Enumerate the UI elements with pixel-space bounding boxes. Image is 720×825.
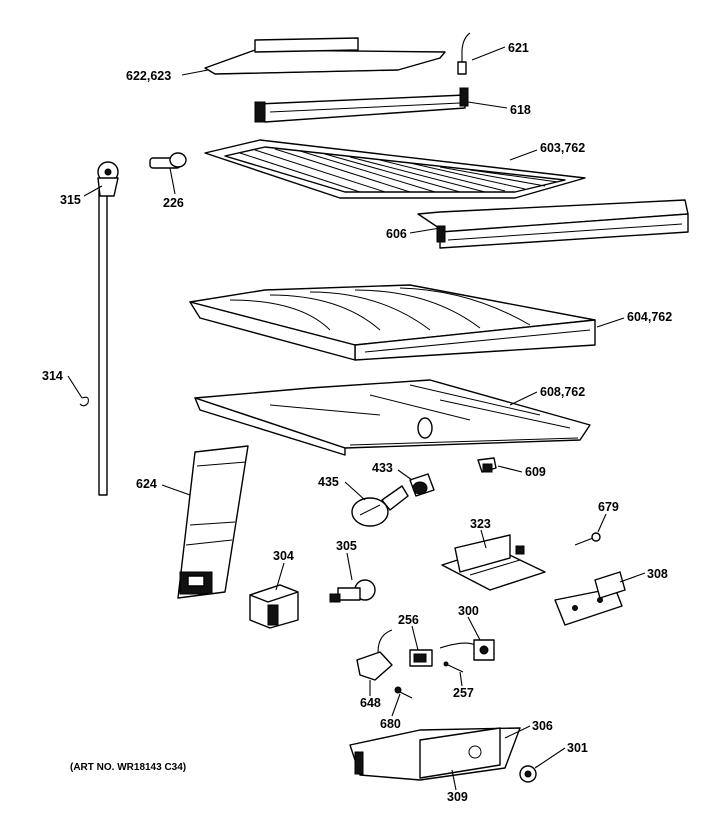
part-306-housing bbox=[349, 727, 521, 781]
label-624: 624 bbox=[136, 477, 157, 491]
label-304: 304 bbox=[273, 549, 294, 563]
label-606: 606 bbox=[386, 227, 407, 241]
part-256-switch bbox=[409, 649, 433, 667]
part-603-762-shelf bbox=[204, 139, 586, 199]
part-323-bracket bbox=[441, 534, 546, 591]
part-622-623-cover bbox=[204, 37, 446, 75]
part-433-socket bbox=[409, 473, 435, 497]
label-314: 314 bbox=[42, 369, 63, 383]
label-300: 300 bbox=[458, 604, 479, 618]
label-609: 609 bbox=[525, 465, 546, 479]
part-609-clip bbox=[477, 457, 497, 473]
label-323: 323 bbox=[470, 517, 491, 531]
label-308: 308 bbox=[647, 567, 668, 581]
label-305: 305 bbox=[336, 539, 357, 553]
label-315: 315 bbox=[60, 193, 81, 207]
part-304-housing bbox=[249, 584, 299, 629]
part-435-bulb bbox=[351, 485, 409, 527]
label-680: 680 bbox=[380, 717, 401, 731]
part-604-762-shelf bbox=[189, 284, 596, 361]
label-435: 435 bbox=[318, 475, 339, 489]
label-621: 621 bbox=[508, 41, 529, 55]
label-648: 648 bbox=[360, 696, 381, 710]
part-315-hinge bbox=[97, 161, 119, 496]
label-608-762: 608,762 bbox=[540, 385, 585, 399]
label-603-762: 603,762 bbox=[540, 141, 585, 155]
part-648-motor bbox=[356, 629, 393, 681]
part-606-cover bbox=[417, 199, 689, 249]
label-256: 256 bbox=[398, 613, 419, 627]
label-301: 301 bbox=[567, 741, 588, 755]
label-226: 226 bbox=[163, 196, 184, 210]
label-257: 257 bbox=[453, 686, 474, 700]
part-301-knob bbox=[519, 765, 537, 783]
part-308-bracket bbox=[554, 571, 626, 626]
part-621-wire bbox=[457, 32, 471, 75]
part-labels: 622,623 621 618 603,762 315 226 606 604,… bbox=[42, 41, 672, 804]
label-306: 306 bbox=[532, 719, 553, 733]
part-624-duct bbox=[177, 445, 249, 599]
part-680-screw bbox=[394, 686, 413, 699]
leader-lines bbox=[67, 46, 646, 791]
part-618-bracket bbox=[254, 87, 469, 123]
label-309: 309 bbox=[447, 790, 468, 804]
label-679: 679 bbox=[598, 500, 619, 514]
part-257-screw bbox=[443, 661, 464, 673]
part-300-switch bbox=[439, 639, 495, 661]
label-604-762: 604,762 bbox=[627, 310, 672, 324]
label-618: 618 bbox=[510, 103, 531, 117]
label-622-623: 622,623 bbox=[126, 69, 171, 83]
art-number: (ART NO. WR18143 C34) bbox=[70, 762, 186, 773]
part-679-screw bbox=[574, 532, 601, 546]
part-314-clip bbox=[79, 396, 89, 407]
part-305-thermostat bbox=[329, 579, 376, 603]
part-226-pin bbox=[149, 152, 187, 169]
label-433: 433 bbox=[372, 461, 393, 475]
part-608-762-shelf bbox=[194, 379, 591, 456]
